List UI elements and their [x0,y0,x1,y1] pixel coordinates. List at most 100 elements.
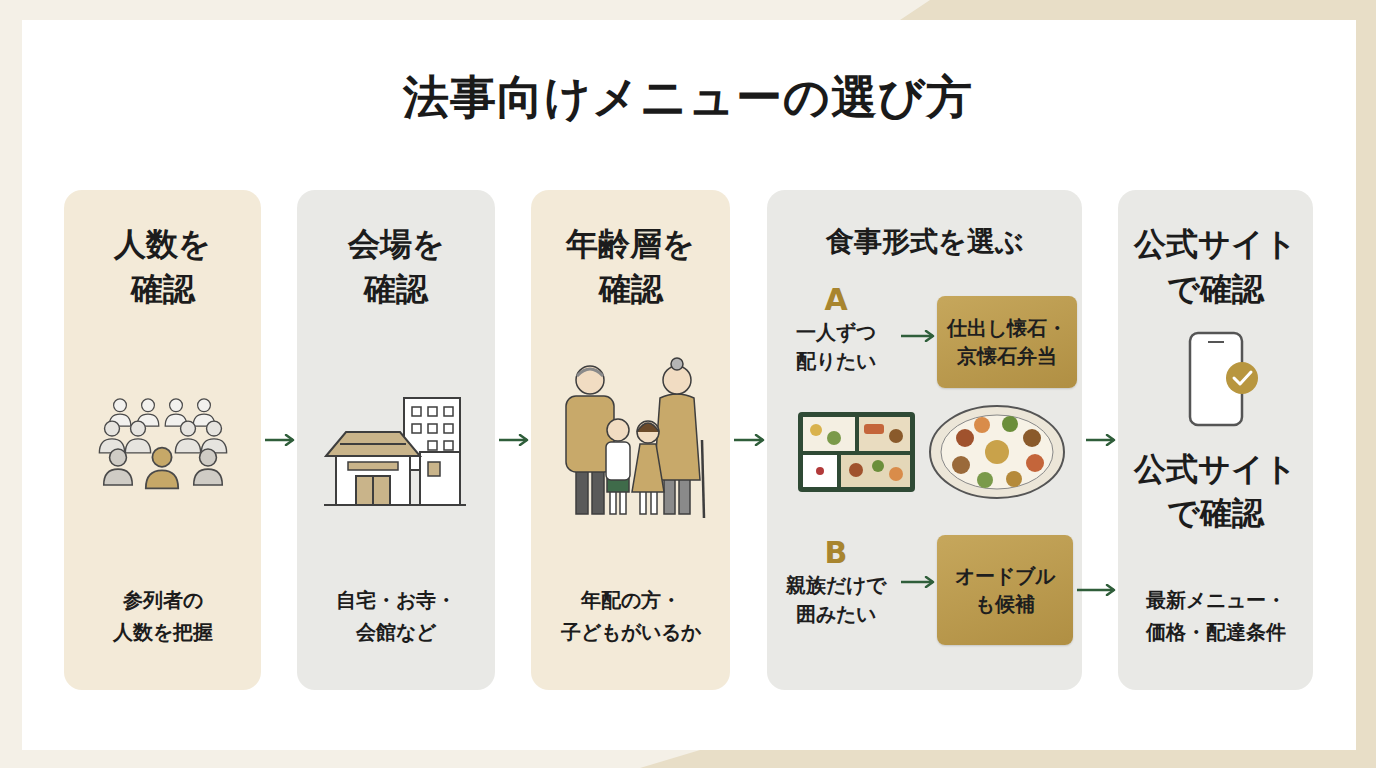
boy-shorts [607,478,629,492]
person [165,399,187,426]
food-item [977,472,993,488]
step-description: 最新メニュー・ 価格・配達条件 [1118,584,1313,648]
person [109,399,131,426]
girl-head [637,421,659,443]
food-item [816,467,824,475]
temple-beam [348,462,398,470]
step-description: 参列者の 人数を把握 [64,584,261,648]
choice-text-box: B親族だけで 囲みたい [775,535,897,629]
food-item [1026,454,1044,472]
person [137,399,159,426]
flow-arrow [1077,589,1114,592]
grandmother-body [654,394,700,480]
food-item [952,456,970,474]
diagram-title: 法事向けメニューの選び方 [0,70,1376,125]
option-letter: A [775,282,897,318]
step-panel: 年齢層を 確認年配の方・ 子どもがいるか [531,190,730,690]
leg [610,490,616,514]
girl-dress [632,444,664,492]
food-item [974,417,990,433]
flow-arrow [265,439,293,442]
temple-door [356,476,390,505]
check-badge [1226,362,1258,394]
flow-arrow [734,439,763,442]
step-panel: 人数を 確認参列者の 人数を把握 [64,190,261,690]
step-panel: 食事形式を選ぶ A一人ずつ 配りたい仕出し懐石・ 京懐石弁当 B親族だけで 囲みたい… [767,190,1082,690]
leg [679,470,690,514]
boy-body [606,442,630,480]
compartment [803,417,855,451]
food-item [1023,429,1041,447]
phone-speaker [1208,341,1224,343]
step-heading: 公式サイト で確認 [1118,447,1313,537]
temple-hall [336,456,410,505]
food-item [864,424,884,434]
bento-box [798,412,915,492]
annex-door [428,462,440,476]
person-highlight [146,448,178,489]
window [412,424,421,433]
step-heading: 会場を 確認 [297,222,495,312]
food-item [827,431,841,445]
compartment [859,417,910,451]
window [444,441,453,450]
window [428,407,437,416]
leg [640,490,646,514]
check-mark [1234,372,1251,384]
platter-rim [930,406,1064,498]
food-item [956,429,974,447]
food-item [889,467,903,481]
node-label: 仕出し懐石・ 京懐石弁当 [945,314,1069,370]
cane [702,440,704,518]
annex [420,452,460,505]
person [104,449,133,485]
grandfather-body [566,396,614,472]
venue-icon [324,398,466,505]
option-box: オードブル も候補 [937,535,1073,645]
node-label: 一人ずつ 配りたい [775,318,897,376]
person [201,421,226,453]
step-panel: 公式サイト で確認公式サイト で確認最新メニュー・ 価格・配達条件 [1118,190,1313,690]
boy-head [607,419,629,441]
family-icon [566,358,704,518]
choice-text-box: A一人ずつ 配りたい [775,282,897,376]
phone-icon [1190,333,1258,425]
step-panel: 会場を 確認自宅・お寺・ 会館など [297,190,495,690]
flow-arrow [499,439,527,442]
flow-arrow [1086,439,1114,442]
leg [576,468,588,514]
people-icon [99,399,226,489]
grandmother-head [663,366,691,394]
compartment [841,455,910,487]
grandfather-hair [577,369,603,376]
grandfather-head [576,366,604,394]
flow-arrow [901,581,933,584]
window [428,441,437,450]
temple-roof [326,432,420,456]
roof-line [340,443,406,445]
windows [412,407,453,450]
food-item [985,440,1009,464]
person [99,421,124,453]
leg [651,490,657,514]
window [412,407,421,416]
option-letter: B [775,535,897,571]
grandmother-bun [671,358,683,370]
window [428,424,437,433]
food-item [1006,471,1022,487]
window [444,407,453,416]
step-description: 自宅・お寺・ 会館など [297,584,495,648]
window [444,424,453,433]
rice-compartment [803,455,837,487]
food-item [1002,416,1018,432]
leg [620,490,626,514]
step-description: 年配の方・ 子どもがいるか [531,584,730,648]
bento-icon [798,412,915,492]
step-heading: 公式サイト で確認 [1118,222,1313,312]
food-item [849,463,863,477]
ground-line [324,504,466,506]
node-label: オードブル も候補 [945,562,1065,618]
step-heading: 年齢層を 確認 [531,222,730,312]
step-heading: 食事形式を選ぶ [767,222,1082,261]
